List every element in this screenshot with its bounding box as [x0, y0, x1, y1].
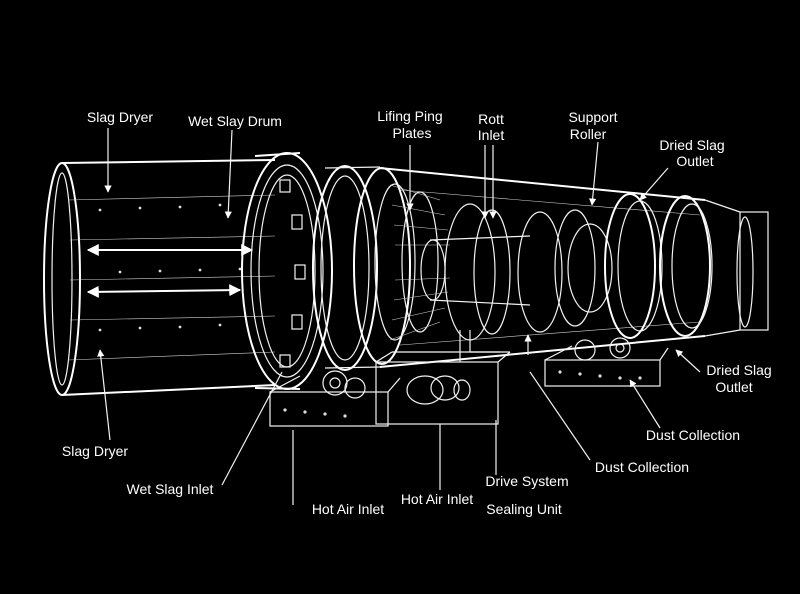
connecting-pipe [459, 330, 500, 362]
label-dried-slag-outlet-top-line2: Outlet [676, 153, 713, 169]
label-dust-collection-right: Dust Collection [646, 427, 740, 443]
support-base-right [544, 337, 669, 387]
label-lifting-plates-line2: Plates [393, 125, 432, 141]
label-sealing-unit: Sealing Unit [486, 501, 562, 517]
discharge-hood [704, 199, 769, 337]
lifting-plate-section [353, 167, 451, 365]
drive-system-box [375, 351, 511, 425]
label-dust-collection-center: Dust Collection [595, 459, 689, 475]
labels: Slag Dryer Wet Slay Drum Lifing Ping Pla… [62, 108, 772, 517]
girth-gear-ring [241, 152, 333, 390]
label-dried-slag-outlet-top-line1: Dried Slag [659, 137, 724, 153]
label-slag-dryer-bottom: Slag Dryer [62, 443, 128, 459]
label-support-roller-line1: Support [568, 109, 617, 125]
support-base-left [269, 370, 401, 427]
leader-lines [97, 128, 701, 505]
label-hot-air-inlet-left: Hot Air Inlet [312, 501, 384, 517]
label-slag-dryer-top: Slag Dryer [87, 109, 153, 125]
label-hot-air-inlet-center: Hot Air Inlet [401, 491, 473, 507]
label-dried-slag-outlet-right-line1: Dried Slag [706, 362, 771, 378]
label-rott-inlet-line1: Rott [478, 111, 504, 127]
drum-shell-right [379, 167, 706, 368]
label-wet-slag-inlet: Wet Slag Inlet [127, 481, 214, 497]
tyre-ring-left [312, 165, 381, 371]
label-rott-inlet-line2: Inlet [478, 127, 505, 143]
inner-tube [420, 235, 531, 306]
label-support-roller-line2: Roller [570, 126, 607, 142]
drum-body [43, 159, 276, 396]
drum-rivets [98, 203, 242, 332]
label-wet-slay-drum: Wet Slay Drum [188, 113, 282, 129]
label-drive-system: Drive System [485, 473, 568, 489]
flow-arrows [86, 244, 254, 298]
tyre-ring-right [604, 193, 713, 339]
label-lifting-plates-line1: Lifing Ping [377, 108, 442, 124]
label-dried-slag-outlet-right-line2: Outlet [715, 379, 752, 395]
